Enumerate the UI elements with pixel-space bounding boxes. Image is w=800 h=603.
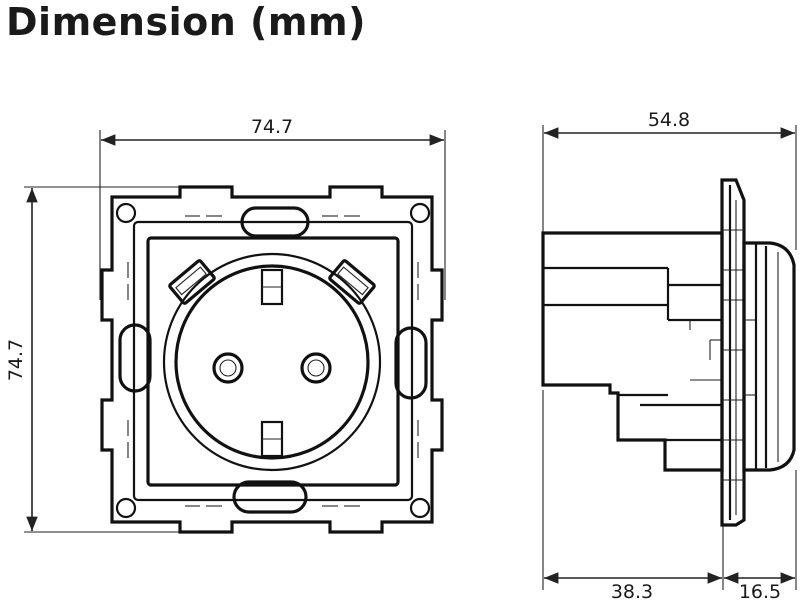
side-view: 54.8 38.3 16.5 (541, 109, 797, 603)
side-front-depth-label: 16.5 (739, 581, 781, 603)
front-height-label: 74.7 (5, 339, 27, 381)
page-title: Dimension (mm) (6, 0, 366, 44)
front-view: 74.7 74.7 (5, 116, 446, 534)
side-rear-depth-label: 38.3 (611, 581, 653, 603)
front-width-label: 74.7 (251, 116, 293, 138)
side-total-depth-label: 54.8 (648, 109, 690, 131)
